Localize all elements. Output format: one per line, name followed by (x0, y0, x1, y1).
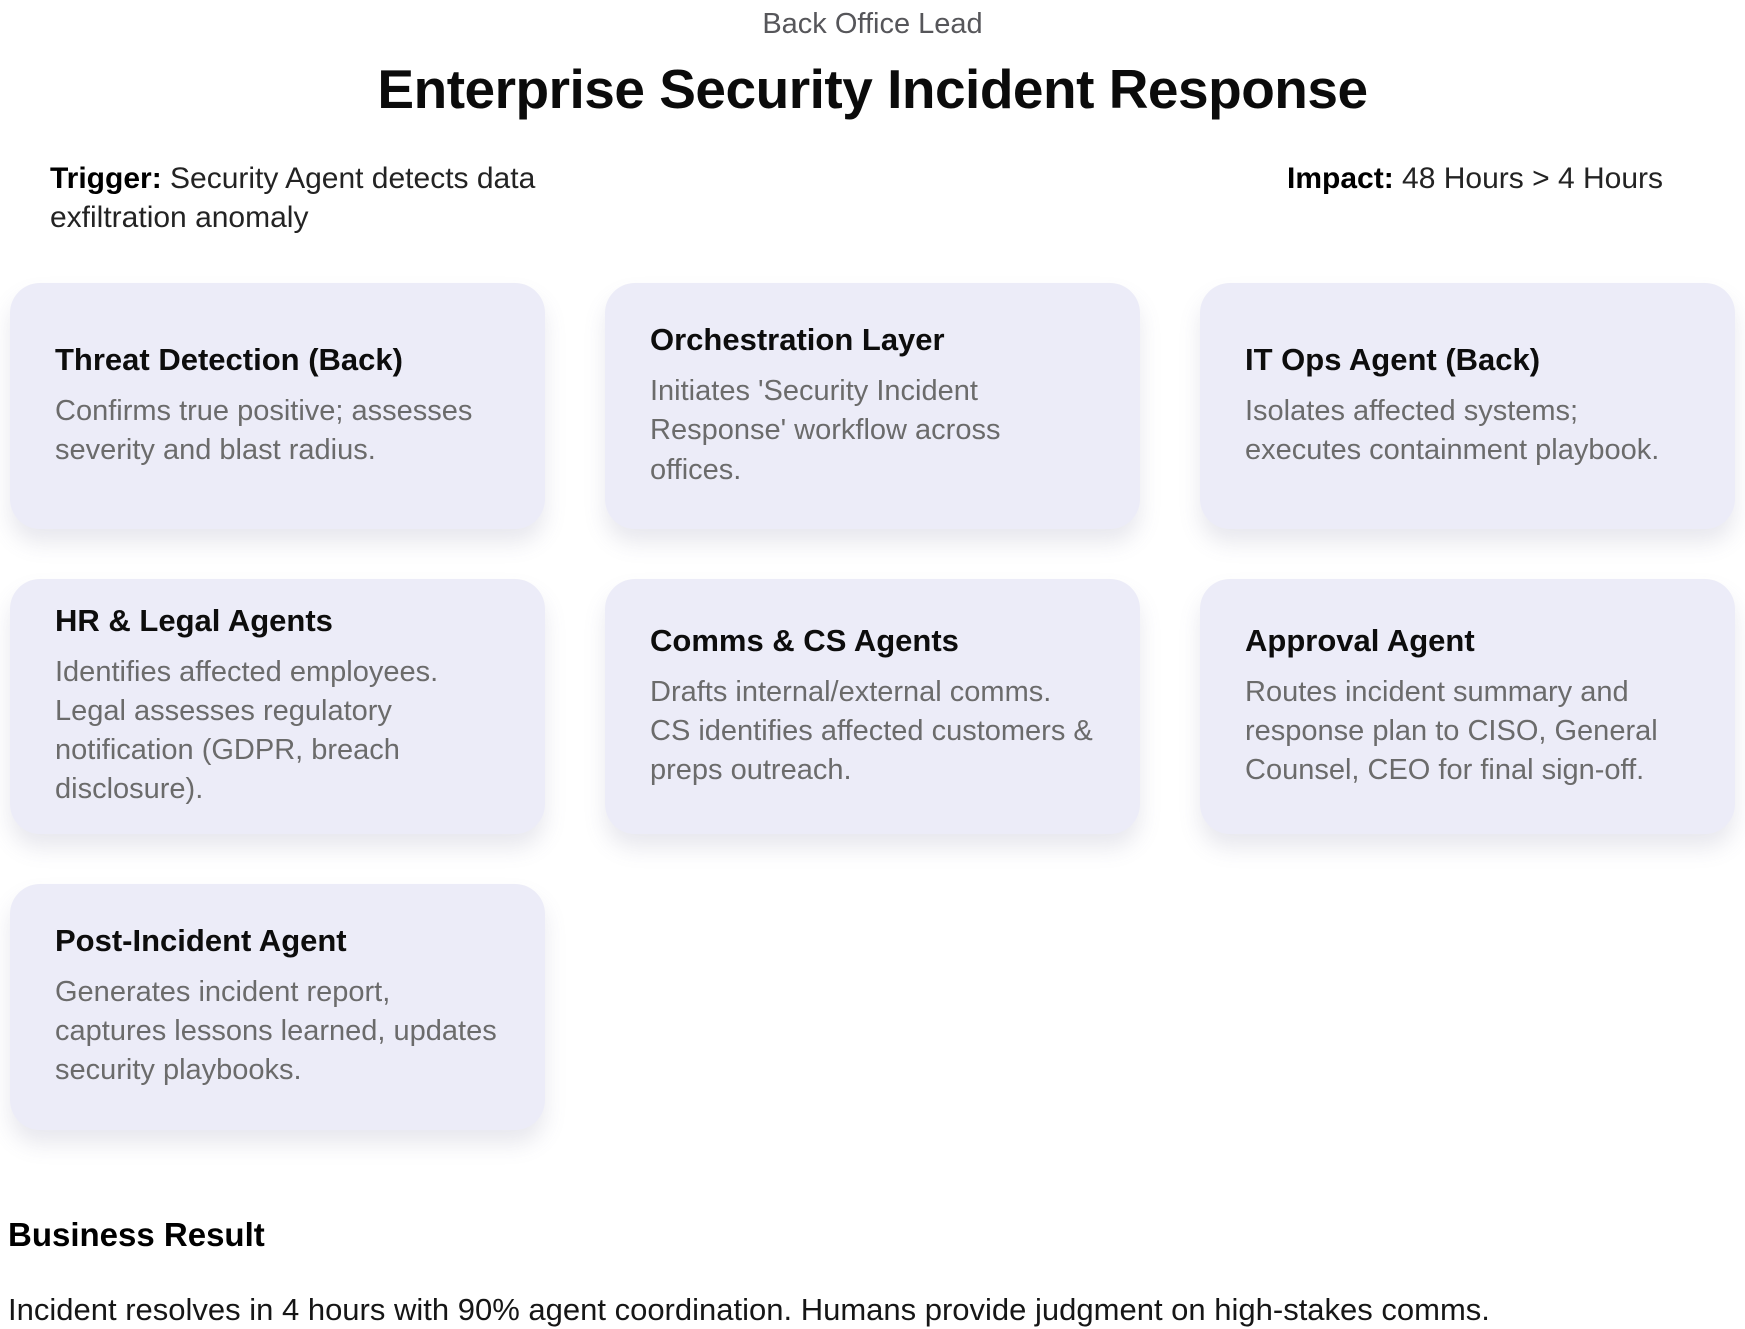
card-title: Orchestration Layer (650, 322, 945, 358)
card-it-ops-agent: IT Ops Agent (Back) Isolates affected sy… (1200, 283, 1735, 529)
card-body: Confirms true positive; assesses severit… (55, 394, 473, 466)
card-body: Isolates affected systems; executes cont… (1245, 394, 1660, 466)
card-title: Threat Detection (Back) (55, 341, 403, 377)
impact-block: Impact: 48 Hours > 4 Hours (1287, 159, 1663, 198)
trigger-block: Trigger: Security Agent detects data exf… (50, 159, 625, 237)
card-approval-agent: Approval Agent Routes incident summary a… (1200, 579, 1735, 834)
card-body: Drafts internal/external comms. CS ident… (650, 675, 1093, 786)
card-body: Generates incident report, captures less… (55, 975, 497, 1087)
page-title: Enterprise Security Incident Response (377, 58, 1368, 120)
card-hr-legal-agents: HR & Legal Agents Identifies affected em… (10, 579, 545, 834)
card-title: Comms & CS Agents (650, 622, 959, 658)
card-title: Post-Incident Agent (55, 922, 347, 958)
eyebrow-label: Back Office Lead (762, 8, 983, 40)
agent-cards-grid: Threat Detection (Back) Confirms true po… (10, 283, 1735, 1130)
trigger-text: Security Agent detects data exfiltration… (50, 162, 536, 234)
card-body: Routes incident summary and response pla… (1245, 675, 1658, 786)
business-result-text: Incident resolves in 4 hours with 90% ag… (8, 1291, 1490, 1327)
impact-label: Impact: (1287, 162, 1394, 195)
business-result-section: Business Result Incident resolves in 4 h… (8, 1216, 1737, 1328)
card-comms-cs-agents: Comms & CS Agents Drafts internal/extern… (605, 579, 1140, 834)
card-title: IT Ops Agent (Back) (1245, 341, 1541, 377)
trigger-label: Trigger: (50, 162, 162, 195)
card-title: HR & Legal Agents (55, 603, 333, 638)
card-body: Initiates 'Security Incident Response' w… (650, 375, 1001, 486)
card-threat-detection: Threat Detection (Back) Confirms true po… (10, 283, 545, 529)
card-body: Identifies affected employees. Legal ass… (55, 656, 439, 806)
impact-text: 48 Hours > 4 Hours (1393, 162, 1663, 195)
business-result-heading: Business Result (8, 1215, 265, 1253)
meta-row: Trigger: Security Agent detects data exf… (0, 121, 1745, 237)
card-orchestration-layer: Orchestration Layer Initiates 'Security … (605, 283, 1140, 529)
card-post-incident-agent: Post-Incident Agent Generates incident r… (10, 883, 545, 1130)
card-title: Approval Agent (1245, 622, 1475, 658)
